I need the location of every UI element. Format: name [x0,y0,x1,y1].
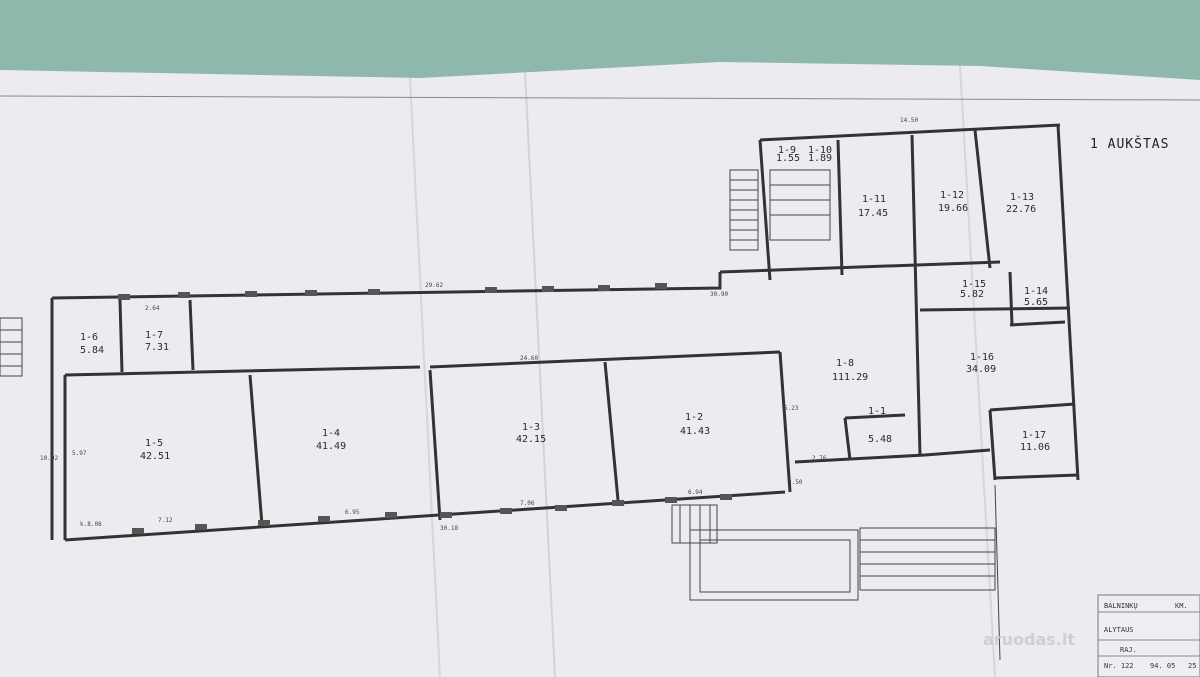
room-area: 17.45 [858,208,888,219]
room-area: 34.09 [966,364,996,375]
room-id: 1-13 [1010,192,1034,203]
dimension: 29.62 [425,282,443,289]
room-area: 1.55 [776,153,800,164]
room-id: 1-14 [1024,286,1048,297]
room-area: 41.49 [316,441,346,452]
room-id: 1-11 [862,194,886,205]
stamp-text: 25 [1188,662,1196,670]
stairs [0,169,1001,661]
room-id: 1-16 [970,352,994,363]
room-area: 5.82 [960,289,984,300]
dimension: 5.97 [72,450,87,457]
room-area: 41.43 [680,426,710,437]
watermark: aruodas.lt [983,630,1075,649]
dimension: 14.50 [900,117,918,124]
room-id: 1-1 [868,406,886,417]
room-id: 1-4 [322,428,340,439]
dimension: 5.23 [784,405,799,412]
room-area: 22.76 [1006,204,1036,215]
dimension: 2.64 [145,305,160,312]
room-area: 7.31 [145,342,169,353]
room-area: 5.48 [868,434,892,445]
paper-fold [959,65,996,677]
room-id: 1-9 [778,145,796,156]
room-id: 1-5 [145,438,163,449]
dimension: 24.60 [520,355,538,362]
paper-fold [409,77,441,677]
room-id: 1-3 [522,422,540,433]
room-area: 42.51 [140,451,170,462]
room-area: 5.65 [1024,297,1048,308]
title-block: BALNINKŲ KM. ALYTAUS RAJ. Nr. 122 94. 05… [1097,594,1200,677]
dimension: 10.02 [40,455,58,462]
dimension: 30.18 [440,525,458,532]
stamp-text: Nr. 122 [1104,662,1134,670]
stamp-text: KM. [1175,602,1188,610]
room-area: 42.15 [516,434,546,445]
stamp-text: BALNINKŲ [1104,602,1138,610]
room-id: 1-7 [145,330,163,341]
room-area: 11.06 [1020,442,1050,453]
frame-line [0,95,1200,101]
room-area: 5.84 [80,345,104,356]
room-labels: 1-1 5.48 1-2 41.43 1-3 42.15 1-4 41.49 1… [80,145,1050,462]
stamp-text: ALYTAUS [1104,626,1134,634]
room-id: 1-10 [808,145,832,156]
paper-fold [524,71,556,677]
room-id: 1-8 [836,358,854,369]
stamp-text: 94. 05 [1150,662,1175,670]
dimension: 6.95 [345,509,360,516]
dimension: 7.06 [520,500,535,507]
sheet-title: 1 AUKŠTAS [1090,136,1169,152]
paper-sheet [0,62,1200,677]
dimension: k.8.08 [80,521,102,528]
dimension-labels: 29.62 30.90 24.60 14.50 7.12 6.95 7.06 6… [40,117,918,532]
room-id: 1-17 [1022,430,1046,441]
room-area: 111.29 [832,372,868,383]
room-id: 1-12 [940,190,964,201]
room-id: 1-6 [80,332,98,343]
dimension: 7.12 [158,517,173,524]
room-id: 1-2 [685,412,703,423]
dimension: 30.90 [710,291,728,298]
room-area: 1.89 [808,153,832,164]
room-area: 19.66 [938,203,968,214]
dimension: 6.94 [688,489,703,496]
dimension: 2.76 [812,455,827,462]
building-walls [50,123,1080,542]
stamp-text: RAJ. [1120,646,1137,654]
room-id: 1-15 [962,279,986,290]
dimension: 3.50 [788,479,803,486]
window-marks [118,283,732,534]
